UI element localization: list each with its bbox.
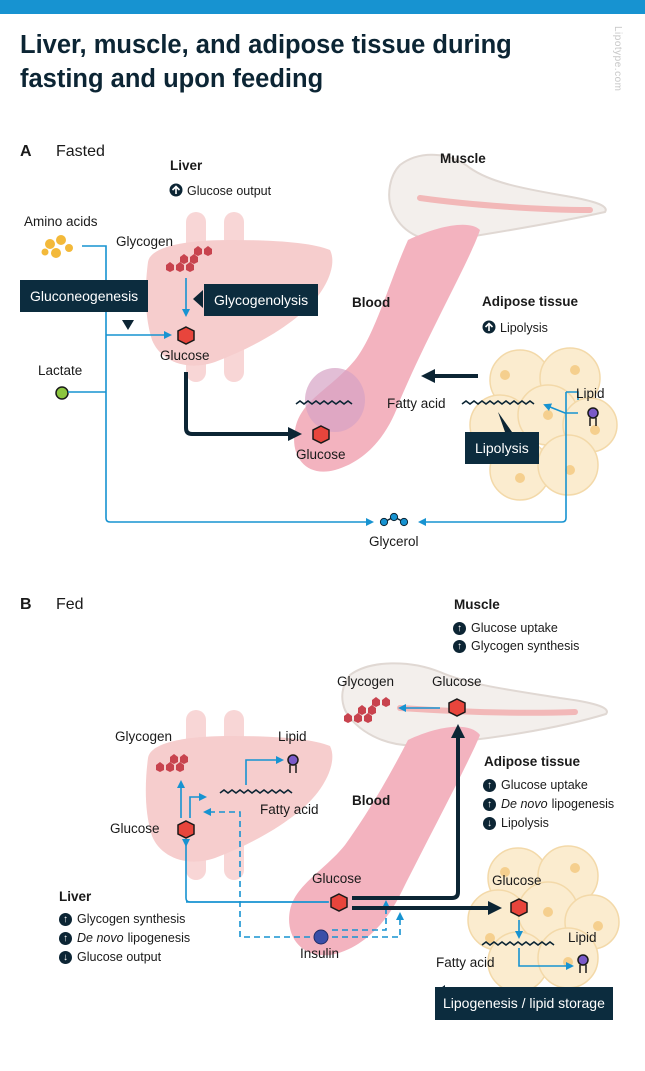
liver-indicator-a: Glucose output: [187, 184, 272, 198]
panel-b-title: Fed: [56, 596, 84, 613]
glucose-icon-muscle-b: [448, 698, 466, 717]
adipose-fatty-acid-label: Fatty acid: [436, 955, 495, 970]
up-arrow-icon: ↑: [59, 931, 72, 945]
glycogen-label-a: Glycogen: [116, 234, 174, 249]
glycogenolysis-box: Glycogenolysis: [204, 284, 319, 316]
up-arrow-icon: ↑: [453, 639, 466, 653]
pathway-lines-b: [177, 704, 574, 970]
up-arrow-icon: ↑: [453, 621, 466, 635]
lipid-icon-liver-b: [287, 754, 299, 773]
glycogen-icon-muscle-b: [344, 697, 390, 723]
lipolysis-pointer: [498, 412, 512, 432]
adipose-glucose-label: Glucose: [492, 873, 542, 888]
panel-b-header: B Fed: [20, 595, 84, 615]
up-arrow-icon: ↑: [483, 778, 496, 792]
glucose-icon-blood-b: [330, 893, 348, 912]
muscle-label-b: Muscle: [454, 597, 500, 612]
fatty-acid-icon-adipose-b: [481, 941, 555, 946]
muscle-indicator-1: ↑Glucose uptake: [453, 619, 558, 637]
glycerol-icon: [379, 512, 409, 527]
glucose-icon-adipose-b: [510, 898, 528, 917]
glycerol-label: Glycerol: [369, 534, 419, 549]
insulin-signal-lines: [203, 808, 404, 938]
liver-indicator-1: ↑Glycogen synthesis: [59, 910, 185, 928]
glucose-icon-liver-b: [177, 820, 195, 839]
glucose-label-blood-a: Glucose: [296, 447, 346, 462]
adipose-indicator-3: ↓Lipolysis: [483, 814, 549, 832]
down-arrow-icon: ↓: [483, 816, 496, 830]
glucose-label-liver-a: Glucose: [160, 348, 210, 363]
amino-acids-icon: [41, 235, 73, 258]
glycogen-icon-liver-b: [156, 754, 188, 772]
adipose-illustration-a: [469, 347, 618, 501]
glycogenolysis-pointer: [193, 290, 203, 308]
adipose-label-b: Adipose tissue: [484, 754, 581, 769]
fatty-acid-icon-blood-a: [295, 400, 353, 405]
gluconeogenesis-pointer: [122, 320, 134, 330]
amino-acids-label: Amino acids: [24, 214, 98, 229]
muscle-glycogen-label: Glycogen: [337, 674, 395, 689]
adipose-indicator-1: ↑Glucose uptake: [483, 776, 588, 794]
up-arrow-icon: [482, 320, 496, 334]
lipid-icon-adipose-b: [577, 954, 589, 973]
panel-b-letter: B: [20, 596, 32, 613]
insulin-icon: [313, 929, 329, 945]
blood-label-a: Blood: [352, 295, 391, 310]
blood-to-muscle-glucose-arrow: [352, 724, 465, 900]
adipose-indicator-a: Lipolysis: [500, 321, 548, 335]
fatty-acid-icon-adipose-a: [461, 400, 535, 405]
blood-label-b: Blood: [352, 793, 391, 808]
panel-a-letter: A: [20, 143, 32, 160]
up-arrow-icon: ↑: [59, 912, 72, 926]
gluconeogenesis-box: Gluconeogenesis: [20, 280, 149, 312]
lipogenesis-box: Lipogenesis / lipid storage: [435, 987, 613, 1020]
down-arrow-icon: ↓: [59, 950, 72, 964]
lipid-label-a: Lipid: [576, 386, 605, 401]
liver-label-b: Liver: [59, 889, 92, 904]
insulin-label: Insulin: [300, 946, 340, 961]
up-arrow-icon: ↑: [483, 797, 496, 811]
lipolysis-box: Lipolysis: [465, 432, 539, 464]
liver-label-a: Liver: [170, 158, 203, 173]
adipose-lipid-label: Lipid: [568, 930, 597, 945]
adipose-label-a: Adipose tissue: [482, 294, 579, 309]
muscle-illustration-a: [388, 153, 607, 242]
liver-lipid-label: Lipid: [278, 729, 307, 744]
blood-glucose-label: Glucose: [312, 871, 362, 886]
muscle-indicator-2: ↑Glycogen synthesis: [453, 637, 579, 655]
glycogen-icon-a: [166, 246, 212, 272]
muscle-glucose-label: Glucose: [432, 674, 482, 689]
blood-vessel-a: [294, 224, 480, 472]
liver-glucose-label: Glucose: [110, 821, 160, 836]
glucose-icon-blood-a: [312, 425, 330, 444]
glucose-icon-liver-a: [177, 326, 195, 345]
pathway-lines-a: [68, 245, 579, 526]
up-arrow-icon: [169, 183, 183, 197]
liver-glycogen-label: Glycogen: [115, 729, 173, 744]
page-title: Liver, muscle, and adipose tissue during…: [20, 31, 512, 93]
muscle-label-a: Muscle: [440, 151, 486, 166]
lactate-label: Lactate: [38, 363, 83, 378]
fatty-acid-icon-liver-b: [219, 789, 293, 794]
panel-a-title: Fasted: [56, 143, 105, 160]
watermark: Lipotype.com: [612, 26, 623, 92]
liver-to-blood-glucose-arrow: [184, 372, 302, 441]
liver-indicator-3: ↓Glucose output: [59, 948, 161, 966]
lipid-icon-a: [587, 407, 599, 426]
lactate-icon: [55, 386, 69, 400]
panel-a-header: A Fasted: [20, 142, 105, 162]
fatty-acid-label-a: Fatty acid: [387, 396, 446, 411]
top-accent-bar: [0, 0, 645, 14]
liver-fatty-acid-label: Fatty acid: [260, 802, 319, 817]
